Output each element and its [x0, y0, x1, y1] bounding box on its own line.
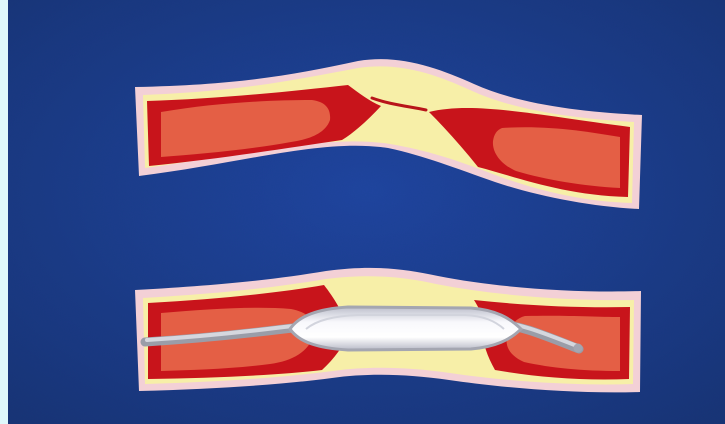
illustration-panel — [8, 0, 725, 424]
artery-illustration — [8, 0, 725, 424]
catheter-tip — [574, 344, 583, 353]
angioplasty-balloon — [290, 307, 521, 350]
